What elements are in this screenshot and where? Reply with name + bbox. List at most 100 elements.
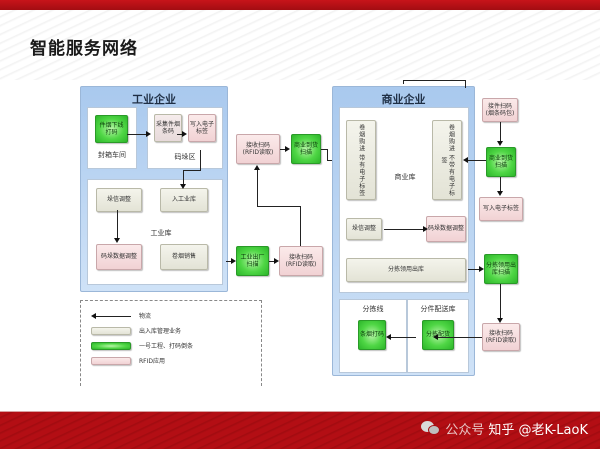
box-sorting-outbound[interactable]: 分拣领用出库: [346, 258, 466, 282]
arrow-line: [403, 80, 465, 81]
arrow-line: [183, 170, 184, 184]
distribution-warehouse-label: 分件配送库: [420, 305, 456, 313]
box-write-etag-right[interactable]: 写入电子标签: [479, 197, 523, 221]
arrow-head: [182, 131, 187, 137]
box-inbound-industrial[interactable]: 入工业库: [160, 188, 208, 212]
arrow-head: [274, 258, 279, 264]
arrow-head: [285, 146, 290, 152]
arrow-head: [114, 238, 120, 243]
arrow-line: [438, 337, 482, 338]
arrow-line: [300, 206, 301, 246]
arrow-line: [257, 170, 258, 206]
box-purchase-with-etag[interactable]: 卷烟购进 带有电子标签: [346, 120, 376, 200]
footer-bar: 公众号 知乎 @老K-LaoK: [0, 411, 600, 449]
arrow-head: [231, 258, 236, 264]
box-sorting-allocation[interactable]: 分拣配货: [422, 320, 454, 350]
box-stack-adjust[interactable]: 垛信调整: [96, 188, 142, 212]
arrow-head: [463, 157, 468, 163]
code-area-label: 码垛区: [174, 153, 196, 161]
arrow-line: [468, 160, 486, 161]
arrow-line: [269, 261, 274, 262]
industrial-warehouse-area: 垛信调整 入工业库 工业库 码垛数据调整 卷烟销售: [87, 179, 223, 285]
commercial-warehouse-area: 卷烟购进 带有电子标签 卷烟购进 不带有电子标签 商业库 垛信调整 码垛数据调整…: [339, 107, 469, 293]
legend-item-rfid: RFID应用: [91, 356, 165, 365]
arrow-head: [433, 334, 438, 340]
industrial-enterprise-title: 工业企业: [132, 93, 176, 106]
top-accent-bar: [0, 0, 600, 10]
arrow-head: [423, 226, 428, 232]
arrow-head: [146, 131, 151, 137]
sorting-line-area: 分拣线 条烟打码: [339, 299, 407, 373]
arrow-line: [500, 122, 501, 142]
watermark-platform: 公众号: [445, 423, 485, 438]
arrow-line: [200, 150, 201, 170]
box-write-etag[interactable]: 写入电子标签: [188, 114, 216, 142]
arrow-line: [384, 229, 424, 230]
sealing-workshop-label: 封箱车间: [98, 151, 126, 159]
industrial-warehouse-label: 工业库: [150, 229, 172, 237]
legend-gray-swatch: [91, 326, 131, 335]
box-factory-out-scan[interactable]: 工业出厂扫描: [236, 246, 269, 276]
sealing-workshop-area: 件烟下线打码 封箱车间: [87, 107, 137, 169]
legend-item-warehouse-mgmt: 出入库管理业务: [91, 326, 181, 335]
legend-label: 物流: [139, 313, 152, 320]
box-commercial-code-adjust[interactable]: 码垛数据调整: [426, 216, 466, 242]
arrow-line: [183, 170, 201, 171]
arrow-line: [177, 134, 183, 135]
legend-label: 一号工程、打码倒条: [139, 343, 194, 350]
box-receive-scan-rfid-right[interactable]: 接收扫码(RFID读取): [482, 323, 520, 351]
legend: 物流 出入库管理业务 一号工程、打码倒条 RFID应用: [80, 300, 262, 386]
arrow-head: [180, 184, 186, 189]
commercial-enterprise-container: 商业企业 卷烟购进 带有电子标签 卷烟购进 不带有电子标签 商业库 垛信调整 码…: [332, 86, 475, 376]
arrow-line: [127, 134, 147, 135]
box-carton-coding[interactable]: 条烟打码: [358, 320, 386, 350]
legend-label: RFID应用: [139, 358, 166, 365]
commercial-enterprise-title: 商业企业: [381, 93, 426, 106]
box-cigarette-sale[interactable]: 卷烟销售: [160, 244, 208, 270]
arrow-head: [386, 334, 391, 340]
arrow-line: [465, 80, 466, 88]
arrow-line: [327, 149, 328, 160]
code-stacking-area: 采集件烟条码 写入电子标签 码垛区: [147, 107, 223, 169]
sorting-line-label: 分拣线: [362, 305, 384, 313]
box-commercial-arrival-scan-mid[interactable]: 商业到货扫描: [291, 134, 321, 164]
box-purchase-without-etag[interactable]: 卷烟购进 不带有电子标签: [432, 120, 462, 200]
arrow-line: [280, 149, 286, 150]
arrow-line: [500, 284, 501, 318]
box-cigarette-offline-coding[interactable]: 件烟下线打码: [95, 115, 128, 143]
legend-label: 出入库管理业务: [139, 328, 182, 335]
box-receive-scan-bottom[interactable]: 接收扫码(RFID读取): [279, 246, 323, 276]
box-sorting-outbound-scan[interactable]: 分拣领用出库扫描: [484, 254, 518, 284]
box-collect-barcode[interactable]: 采集件烟条码: [154, 114, 182, 142]
arrow-line: [257, 206, 301, 207]
wechat-icon: [421, 421, 441, 436]
watermark-text: 知乎 @老K-LaoK: [488, 423, 588, 438]
arrow-line: [468, 269, 479, 270]
legend-item-logistics: 物流: [91, 311, 151, 320]
arrow-head: [497, 191, 503, 196]
legend-green-swatch: [91, 341, 131, 350]
arrow-line: [403, 80, 404, 84]
legend-arrow-icon: [91, 312, 131, 320]
arrow-line: [226, 261, 231, 262]
box-commercial-arrival-scan-right[interactable]: 商业到货扫描: [486, 147, 516, 177]
arrow-line: [390, 337, 416, 338]
box-receive-scan-top[interactable]: 接收扫码(RFID读取): [236, 134, 280, 164]
arrow-head: [254, 165, 260, 170]
page-title: 智能服务网络: [30, 39, 138, 59]
box-commercial-stack-adjust[interactable]: 垛信调整: [346, 218, 382, 240]
legend-pink-swatch: [91, 356, 131, 365]
arrow-head: [479, 266, 484, 272]
header-stripes: [0, 10, 600, 80]
industrial-enterprise-container: 工业企业 件烟下线打码 封箱车间 采集件烟条码 写入电子标签 码垛区 垛信调整 …: [80, 86, 228, 292]
arrow-head: [497, 141, 503, 146]
watermark: 公众号 知乎 @老K-LaoK: [421, 419, 588, 438]
arrow-line: [500, 177, 501, 192]
arrow-line: [117, 210, 118, 238]
box-receive-carton-scan[interactable]: 接件扫码(烟条码包): [482, 98, 518, 122]
legend-item-project-coding: 一号工程、打码倒条: [91, 341, 193, 350]
arrow-head: [497, 318, 503, 323]
box-code-data-adjust[interactable]: 码垛数据调整: [96, 244, 142, 270]
commercial-warehouse-label: 商业库: [394, 173, 416, 181]
